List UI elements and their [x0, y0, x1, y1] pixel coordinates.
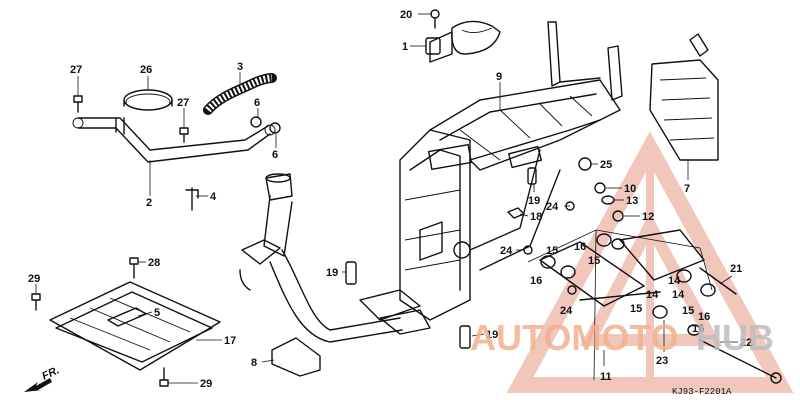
callout-24: 24 — [546, 201, 559, 213]
callout-6: 6 — [254, 97, 260, 109]
callout-17: 17 — [224, 335, 236, 347]
callout-22: 22 — [740, 337, 752, 349]
callout-14: 14 — [668, 275, 681, 287]
callout-13: 13 — [626, 195, 638, 207]
callout-4: 4 — [210, 191, 217, 203]
callout-2: 2 — [146, 197, 152, 209]
callout-27: 27 — [177, 97, 189, 109]
spacer-19c — [459, 325, 471, 349]
callout-14: 14 — [646, 289, 659, 301]
part-hanger-11 — [527, 229, 782, 384]
callout-25: 25 — [600, 159, 612, 171]
part-band-26 — [123, 89, 173, 111]
part-tube-2 — [72, 117, 276, 163]
bolt-27a — [73, 95, 83, 113]
callout-27: 27 — [70, 64, 82, 76]
callout-12: 12 — [642, 211, 654, 223]
callout-9: 9 — [496, 71, 502, 83]
watermark-hub: HUB — [696, 317, 774, 358]
nut-25 — [578, 157, 592, 171]
callout-16: 16 — [574, 241, 586, 253]
bolt-18 — [507, 207, 525, 219]
callout-3: 3 — [237, 61, 243, 73]
front-label: FR. — [40, 364, 61, 382]
washer-12 — [612, 210, 624, 222]
callout-16: 16 — [698, 311, 710, 323]
callout-21: 21 — [730, 263, 742, 275]
callout-10: 10 — [624, 183, 636, 195]
callout-29: 29 — [200, 378, 212, 390]
callout-15: 15 — [630, 303, 642, 315]
callout-28: 28 — [148, 257, 160, 269]
callout-19: 19 — [326, 267, 338, 279]
part-panel-7 — [649, 33, 719, 161]
callout-20: 20 — [400, 9, 412, 21]
bolt-29b — [159, 367, 169, 387]
callout-8: 8 — [251, 357, 257, 369]
callout-5: 5 — [154, 307, 160, 319]
callout-14: 14 — [672, 289, 685, 301]
callout-23: 23 — [656, 355, 668, 367]
part-bracket-8 — [271, 337, 321, 377]
callout-6: 6 — [272, 149, 278, 161]
part-step-frame-17 — [49, 281, 221, 371]
part-hose-3 — [203, 73, 277, 115]
watermark-text: AUTOMOTO HUB — [470, 317, 774, 358]
callout-18: 18 — [530, 211, 542, 223]
nut-10 — [594, 182, 606, 194]
callout-15: 15 — [588, 255, 600, 267]
washer-13 — [601, 195, 615, 205]
part-bracket-4 — [185, 187, 199, 211]
callout-19: 19 — [528, 195, 540, 207]
callout-15: 15 — [682, 305, 694, 317]
spacer-19a — [345, 261, 357, 285]
callout-1: 1 — [402, 41, 408, 53]
callout-11: 11 — [600, 371, 612, 383]
front-arrow-icon — [24, 378, 52, 392]
callout-16: 16 — [530, 275, 542, 287]
callout-labels: 20 1 27 26 3 27 6 6 2 4 9 7 25 10 13 12 … — [28, 9, 752, 390]
part-clamp-1 — [425, 20, 501, 63]
callout-7: 7 — [684, 183, 690, 195]
bolt-27b — [179, 127, 189, 143]
callout-19: 19 — [486, 329, 498, 341]
leader-lines — [35, 13, 738, 384]
spacer-19b — [527, 167, 537, 185]
bolt-20 — [430, 9, 440, 29]
callout-26: 26 — [140, 64, 152, 76]
callout-16: 16 — [692, 323, 704, 335]
watermark-automoto: AUTOMOTO — [470, 317, 679, 358]
clip-6b — [269, 122, 281, 134]
callout-24: 24 — [560, 305, 573, 317]
diagram-code: KJ93-F2201A — [672, 387, 732, 397]
clip-6a — [250, 116, 262, 128]
watermark — [506, 131, 794, 393]
bolt-29a — [31, 293, 41, 311]
bolt-28 — [129, 257, 139, 279]
callout-24: 24 — [500, 245, 513, 257]
callout-15: 15 — [546, 245, 558, 257]
callout-29: 29 — [28, 273, 40, 285]
